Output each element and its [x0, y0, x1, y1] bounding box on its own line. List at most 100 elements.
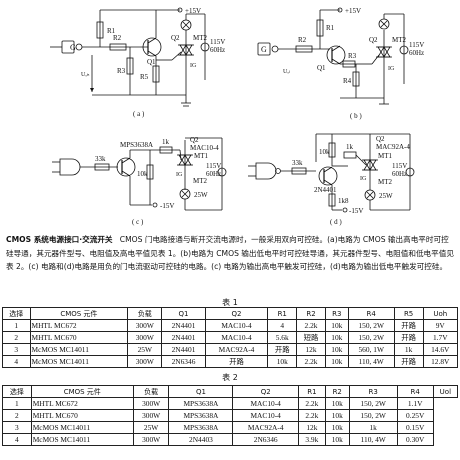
table-cell: 5.6k: [267, 331, 298, 344]
triac-label-d: MAC92A-4: [376, 143, 410, 151]
mt2-label-a: MT2: [193, 34, 208, 42]
table-cell: MPS3638A: [168, 421, 234, 434]
table-cell: 10k: [267, 355, 298, 368]
r5-label-a: R5: [140, 73, 149, 81]
q2-label-c: Q2: [190, 136, 199, 144]
table-cell: 3: [2, 343, 31, 356]
table-cell: 开路: [393, 319, 424, 332]
table-cell: 150, 2W: [347, 331, 395, 344]
mt2-label-b: MT2: [392, 36, 407, 44]
table-cell: 300W: [132, 433, 170, 446]
table-cell: 1.1V: [396, 397, 434, 410]
table-cell: MAC10-4: [204, 319, 269, 332]
diagram-label-a: ( a ): [133, 110, 145, 118]
mt2-label-c: MT2: [193, 177, 208, 185]
table1-header-4: Q2: [204, 307, 269, 320]
table-cell: 10k: [324, 421, 350, 434]
diagram-b: G R2 R1 +15V Uₒₗ Q1 R3 R4: [257, 7, 424, 120]
r10k-label-d: 10k: [319, 148, 330, 156]
table2-header-2: 负载: [132, 385, 170, 398]
table-cell: 10k: [324, 343, 349, 356]
table-cell: 12k: [296, 343, 326, 356]
table-cell: 2N6346: [232, 433, 299, 446]
table-cell: 0.30V: [396, 433, 434, 446]
ac-line1-c: 115V: [206, 162, 221, 170]
table1-title: 表 1: [222, 298, 238, 307]
table2-header-8: R4: [396, 385, 434, 398]
lamp-label-c: 25W: [194, 191, 208, 199]
table-cell: 开路: [393, 331, 424, 344]
table-cell: 3: [2, 421, 32, 434]
ig-label-d: IG: [360, 176, 367, 182]
table-cell: 150, 2W: [347, 319, 395, 332]
r10k-label-c: 10k: [137, 170, 148, 178]
table2-header-6: R2: [324, 385, 350, 398]
table2-header-7: R3: [348, 385, 398, 398]
table-cell: 12.8V: [422, 355, 458, 368]
table-cell: 4: [2, 433, 32, 446]
table-cell: 25W: [127, 343, 163, 356]
diagram-c: MPS3638A 33k 10k 1k -15V Q2: [52, 136, 227, 226]
table-cell: 开路: [267, 343, 298, 356]
r1-label-a: R1: [107, 27, 116, 35]
q2-label-d: Q2: [376, 135, 385, 143]
caption-body: CMOS 门电路接通与断开交流电源时，一般采用双向可控硅。(a)电路为 CMOS…: [6, 235, 454, 271]
table-cell: 300W: [127, 331, 163, 344]
table-cell: 短路: [296, 331, 326, 344]
table2-header-1: CMOS 元件: [30, 385, 134, 398]
table2-header-9: Uol: [432, 385, 459, 398]
ig-label-b: IG: [388, 66, 395, 72]
r33k-label-c: 33k: [95, 155, 106, 163]
r3-label-b: R3: [348, 52, 357, 60]
q2-label-a: Q2: [171, 34, 180, 42]
table-cell: 2.2k: [297, 409, 326, 422]
table2-header-5: R1: [297, 385, 326, 398]
table-cell: MPS3638A: [168, 409, 234, 422]
r4-label-b: R4: [343, 77, 352, 85]
mt1-label-c: MT1: [194, 152, 209, 160]
r1-label-b: R1: [326, 24, 335, 32]
table-cell: 3.9k: [297, 433, 326, 446]
table-cell: 2.2k: [296, 319, 326, 332]
table-cell: 300W: [127, 355, 163, 368]
part-label-c: MPS3638A: [120, 141, 153, 149]
table-cell: 10k: [324, 409, 350, 422]
r2-label-a: R2: [113, 34, 122, 42]
uoh-label-a: Uₒₕ: [81, 72, 90, 78]
r1k8-label-d: 1k8: [338, 197, 349, 205]
table-cell: 2.2k: [296, 355, 326, 368]
table-cell: 1k: [348, 421, 398, 434]
q2-label-b: Q2: [369, 36, 378, 44]
table1-header-1: CMOS 元件: [29, 307, 129, 320]
table-cell: MHTL MC672: [30, 397, 134, 410]
table-cell: MHTL MC670: [29, 331, 129, 344]
table1-header-0: 选择: [2, 307, 31, 320]
table-cell: MAC10-4: [204, 331, 269, 344]
table1-header-10: Uoh: [422, 307, 458, 320]
ig-label-c: IG: [176, 172, 183, 178]
table-cell: 14.6V: [422, 343, 458, 356]
table-cell: 25W: [132, 421, 170, 434]
table-cell: MAC10-4: [232, 397, 299, 410]
diagram-label-d: ( d ): [330, 218, 342, 226]
table-cell: 0.25V: [396, 409, 434, 422]
table-cell: 110, 4W: [348, 433, 398, 446]
mt1-label-d: MT1: [378, 152, 393, 160]
table-cell: 2.2k: [297, 397, 326, 410]
supply-c: -15V: [160, 202, 174, 210]
table2-header-4: Q2: [232, 385, 299, 398]
table-cell: 10k: [324, 319, 349, 332]
